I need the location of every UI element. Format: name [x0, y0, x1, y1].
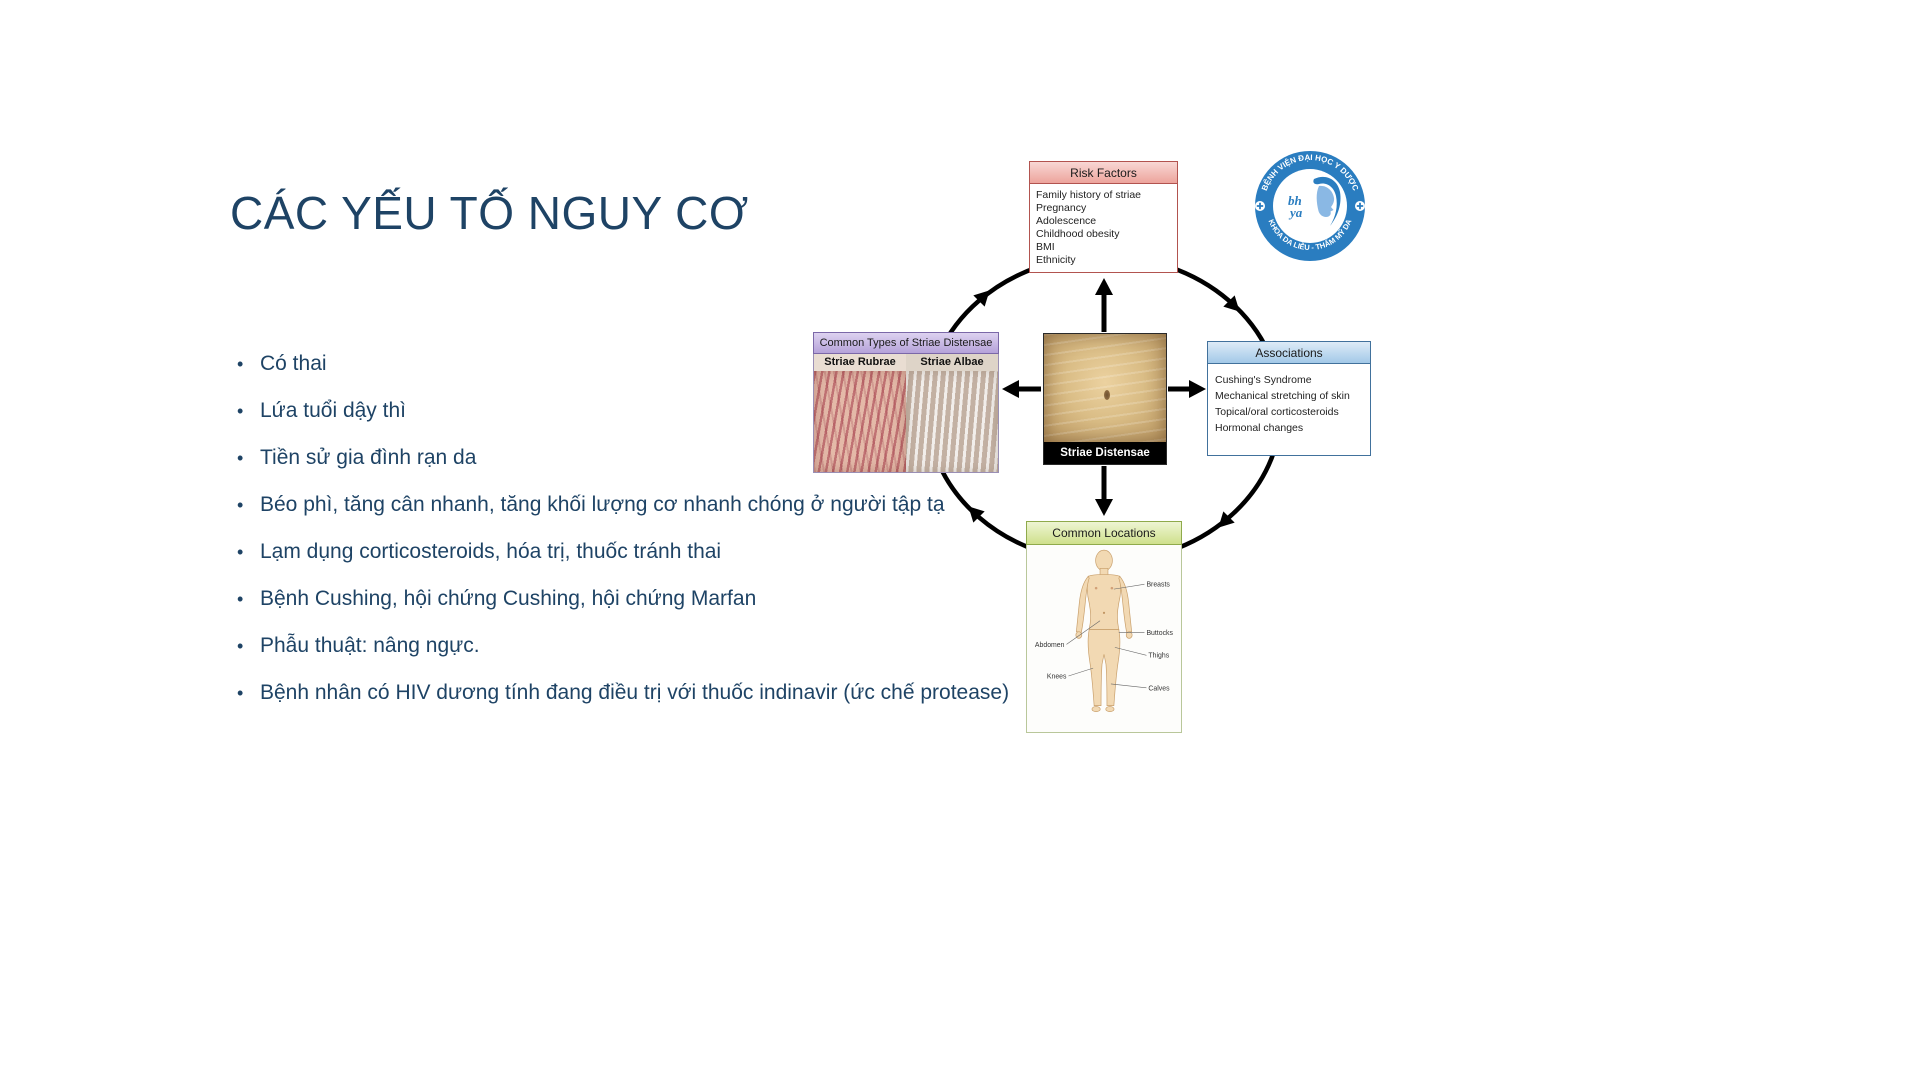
leader-lines	[1066, 583, 1147, 689]
human-silhouette	[1075, 549, 1133, 712]
ring-arrowhead-bottom-right	[1218, 511, 1235, 528]
logo-cross-left	[1255, 201, 1265, 211]
logo-monogram-top: bh	[1288, 193, 1302, 208]
association-item: Cushing's Syndrome	[1215, 374, 1312, 386]
common-types-header: Common Types of Striae Distensae	[813, 332, 999, 354]
location-label-breasts: Breasts	[1146, 582, 1170, 589]
risk-factor-item: Pregnancy	[1036, 201, 1087, 214]
associations-header: Associations	[1207, 341, 1371, 364]
striae-rubrae-image	[814, 371, 906, 472]
location-label-calves: Calves	[1148, 685, 1170, 692]
association-item: Hormonal changes	[1215, 422, 1304, 434]
risk-factors-body: Family history of striae Pregnancy Adole…	[1029, 184, 1178, 273]
center-caption: Striae Distensae	[1044, 442, 1166, 464]
bullet-item: Bệnh nhân có HIV dương tính đang điều tr…	[234, 679, 1114, 707]
figure-detail	[1094, 586, 1098, 590]
bullet-item: Bệnh Cushing, hội chứng Cushing, hội chứ…	[234, 585, 1114, 613]
bullet-item: Tiền sử gia đình rạn da	[234, 444, 1114, 472]
risk-factors-box: Risk Factors Family history of striae Pr…	[1029, 161, 1178, 273]
bullet-item: Lứa tuổi dậy thì	[234, 397, 1114, 425]
common-types-body: Striae Rubrae Striae Albae	[813, 354, 999, 473]
ring-arrowhead-top-left	[973, 290, 990, 307]
logo-cross-right	[1355, 201, 1365, 211]
ring-arrowhead-bottom-left	[968, 506, 985, 523]
arrowhead-left	[1002, 380, 1019, 398]
striae-rubrae-label: Striae Rubrae	[814, 354, 906, 371]
common-locations-body: Breasts Abdomen Buttocks Thighs Knees Ca…	[1026, 545, 1182, 733]
location-label-knees: Knees	[1047, 673, 1067, 680]
arrowhead-up	[1095, 278, 1113, 295]
risk-factor-item: BMI	[1036, 240, 1055, 253]
arrowhead-down	[1095, 499, 1113, 516]
risk-factor-item: Family history of striae	[1036, 189, 1142, 201]
figure-detail	[1102, 611, 1106, 614]
figure-detail	[1110, 586, 1114, 590]
associations-box: Associations Cushing's Syndrome Mechanic…	[1207, 341, 1371, 456]
association-item: Mechanical stretching of skin	[1215, 390, 1350, 402]
striae-albae-panel: Striae Albae	[906, 354, 998, 472]
bullet-item: Có thai	[234, 350, 1114, 378]
ring-arrowhead-top-right	[1223, 295, 1240, 312]
location-label-buttocks: Buttocks	[1146, 630, 1173, 637]
location-labels: Breasts Abdomen Buttocks Thighs Knees Ca…	[1035, 582, 1174, 693]
common-locations-header: Common Locations	[1026, 521, 1182, 545]
common-types-box: Common Types of Striae Distensae Striae …	[813, 332, 999, 473]
bullet-item: Phẫu thuật: nâng ngực.	[234, 632, 1114, 660]
associations-body: Cushing's Syndrome Mechanical stretching…	[1207, 364, 1371, 456]
striae-rubrae-panel: Striae Rubrae	[814, 354, 906, 472]
logo-monogram-bottom: ya	[1288, 205, 1303, 220]
bullet-item: Lạm dụng corticosteroids, hóa trị, thuốc…	[234, 538, 1114, 566]
logo-inner-disc	[1273, 169, 1347, 243]
arrowhead-right	[1189, 380, 1206, 398]
bullet-list: Có thai Lứa tuổi dậy thì Tiền sử gia đìn…	[234, 350, 1114, 726]
risk-factor-item: Childhood obesity	[1036, 227, 1120, 240]
location-label-abdomen: Abdomen	[1035, 642, 1065, 649]
location-label-thighs: Thighs	[1148, 653, 1169, 660]
striae-albae-image	[906, 371, 998, 472]
bullet-item: Béo phì, tăng cân nhanh, tăng khối lượng…	[234, 491, 1114, 519]
center-striae-panel: Striae Distensae	[1043, 333, 1167, 465]
slide-title: CÁC YẾU TỐ NGUY CƠ	[230, 187, 749, 239]
risk-factor-item: Ethnicity	[1036, 253, 1076, 266]
hospital-logo: BỆNH VIỆN ĐẠI HỌC Y DƯỢC KHOA DA LIỄU - …	[1255, 151, 1365, 261]
logo-hair-shape	[1313, 176, 1341, 226]
striae-albae-label: Striae Albae	[906, 354, 998, 371]
association-item: Topical/oral corticosteroids	[1215, 406, 1339, 418]
logo-face-profile	[1316, 185, 1335, 217]
abdomen-image	[1044, 334, 1166, 442]
body-figure: Breasts Abdomen Buttocks Thighs Knees Ca…	[1035, 549, 1174, 712]
risk-factor-item: Adolescence	[1036, 214, 1097, 227]
common-locations-box: Common Locations	[1026, 521, 1182, 733]
risk-factors-header: Risk Factors	[1029, 161, 1178, 184]
